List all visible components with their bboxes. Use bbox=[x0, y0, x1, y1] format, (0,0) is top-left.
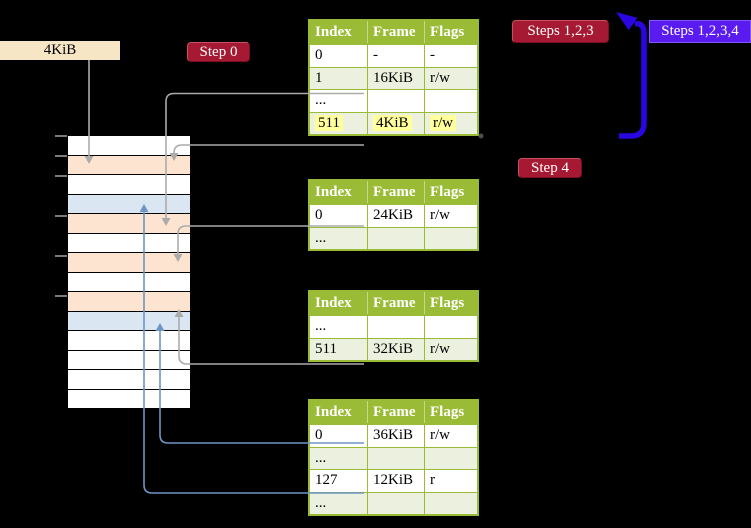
arrow-pt1-entry511-to-memory bbox=[169, 144, 364, 161]
table-row: ... bbox=[308, 491, 479, 516]
table-row: ... bbox=[308, 446, 479, 470]
table-cell bbox=[424, 226, 479, 251]
table-cell: 0 bbox=[308, 43, 368, 68]
memory-row-blue bbox=[68, 194, 190, 214]
column-header-frame: Frame bbox=[367, 180, 425, 205]
table-cell: ... bbox=[308, 314, 368, 339]
table-cell bbox=[367, 446, 425, 470]
column-header-flags: Flags bbox=[424, 291, 478, 316]
memory-row-white bbox=[68, 136, 190, 156]
memory-row-peach bbox=[68, 155, 190, 175]
table-row: 511 4KiB r/w bbox=[308, 111, 479, 136]
table-cell: 511 bbox=[308, 111, 368, 136]
table-row: 0-- bbox=[308, 43, 479, 68]
table-cell: r/w bbox=[424, 203, 479, 228]
column-header-index: Index bbox=[309, 20, 368, 45]
memory-row-peach bbox=[68, 292, 190, 312]
memory-row-white bbox=[68, 272, 190, 292]
table-cell bbox=[367, 226, 425, 251]
table-cell bbox=[367, 491, 425, 516]
column-header-flags: Flags bbox=[424, 400, 478, 425]
table-cell: r/w bbox=[424, 423, 479, 448]
memory-tick-marks bbox=[55, 135, 67, 297]
steps1234-label: Steps 1,2,3,4 bbox=[649, 20, 751, 43]
table-cell: ... bbox=[308, 89, 368, 113]
recursive-loop-arrow bbox=[616, 12, 647, 139]
table-cell: - bbox=[424, 43, 479, 68]
column-header-frame: Frame bbox=[367, 20, 425, 45]
table-cell bbox=[424, 89, 479, 113]
memory-row-white bbox=[68, 350, 190, 370]
table-cell: ... bbox=[308, 491, 368, 516]
column-header-index: Index bbox=[309, 400, 368, 425]
table-cell: 127 bbox=[308, 469, 368, 493]
memory-row-blue bbox=[68, 311, 190, 331]
column-header-flags: Flags bbox=[424, 20, 478, 45]
step4-label: Step 4 bbox=[518, 158, 582, 178]
table-cell bbox=[424, 314, 479, 339]
table-cell: 4KiB bbox=[367, 111, 425, 136]
table-cell: 0 bbox=[308, 423, 368, 448]
column-header-flags: Flags bbox=[424, 180, 478, 205]
column-header-frame: Frame bbox=[367, 400, 425, 425]
table-row: ... bbox=[308, 314, 479, 339]
table-cell: r/w bbox=[424, 111, 479, 136]
column-header-frame: Frame bbox=[367, 291, 425, 316]
memory-row-white bbox=[68, 175, 190, 195]
memory-size-label: 4KiB bbox=[0, 41, 120, 60]
table-row: ... bbox=[308, 89, 479, 113]
table-cell: 16KiB bbox=[367, 66, 425, 90]
memory-row-white bbox=[68, 331, 190, 351]
table-cell: r bbox=[424, 469, 479, 493]
memory-row-peach bbox=[68, 253, 190, 273]
table-cell: 511 bbox=[308, 337, 368, 362]
table-cell bbox=[367, 314, 425, 339]
table-cell bbox=[367, 89, 425, 113]
highlighted-value: r/w bbox=[430, 114, 456, 131]
table-cell bbox=[424, 491, 479, 516]
memory-row-peach bbox=[68, 214, 190, 234]
table-cell: 36KiB bbox=[367, 423, 425, 448]
highlighted-value: 511 bbox=[315, 114, 343, 131]
table-cell: 0 bbox=[308, 203, 368, 228]
column-header-index: Index bbox=[309, 180, 368, 205]
memory-stack bbox=[68, 135, 190, 409]
table-cell: 1 bbox=[308, 66, 368, 90]
table-cell: 24KiB bbox=[367, 203, 425, 228]
table-cell bbox=[424, 446, 479, 470]
memory-row-white bbox=[68, 233, 190, 253]
table-cell: - bbox=[367, 43, 425, 68]
table-cell: ... bbox=[308, 226, 368, 251]
table-cell: 32KiB bbox=[367, 337, 425, 362]
step0-label: Step 0 bbox=[187, 42, 250, 62]
table-cell: 12KiB bbox=[367, 469, 425, 493]
highlighted-value: 4KiB bbox=[373, 114, 412, 131]
table-cell: r/w bbox=[424, 337, 479, 362]
memory-row-white bbox=[68, 389, 190, 409]
memory-row-white bbox=[68, 370, 190, 390]
steps123-label: Steps 1,2,3 bbox=[512, 20, 609, 43]
connector-dot bbox=[478, 133, 484, 139]
column-header-index: Index bbox=[309, 291, 368, 316]
table-row: ... bbox=[308, 226, 479, 251]
table-cell: r/w bbox=[424, 66, 479, 90]
table-cell: ... bbox=[308, 446, 368, 470]
